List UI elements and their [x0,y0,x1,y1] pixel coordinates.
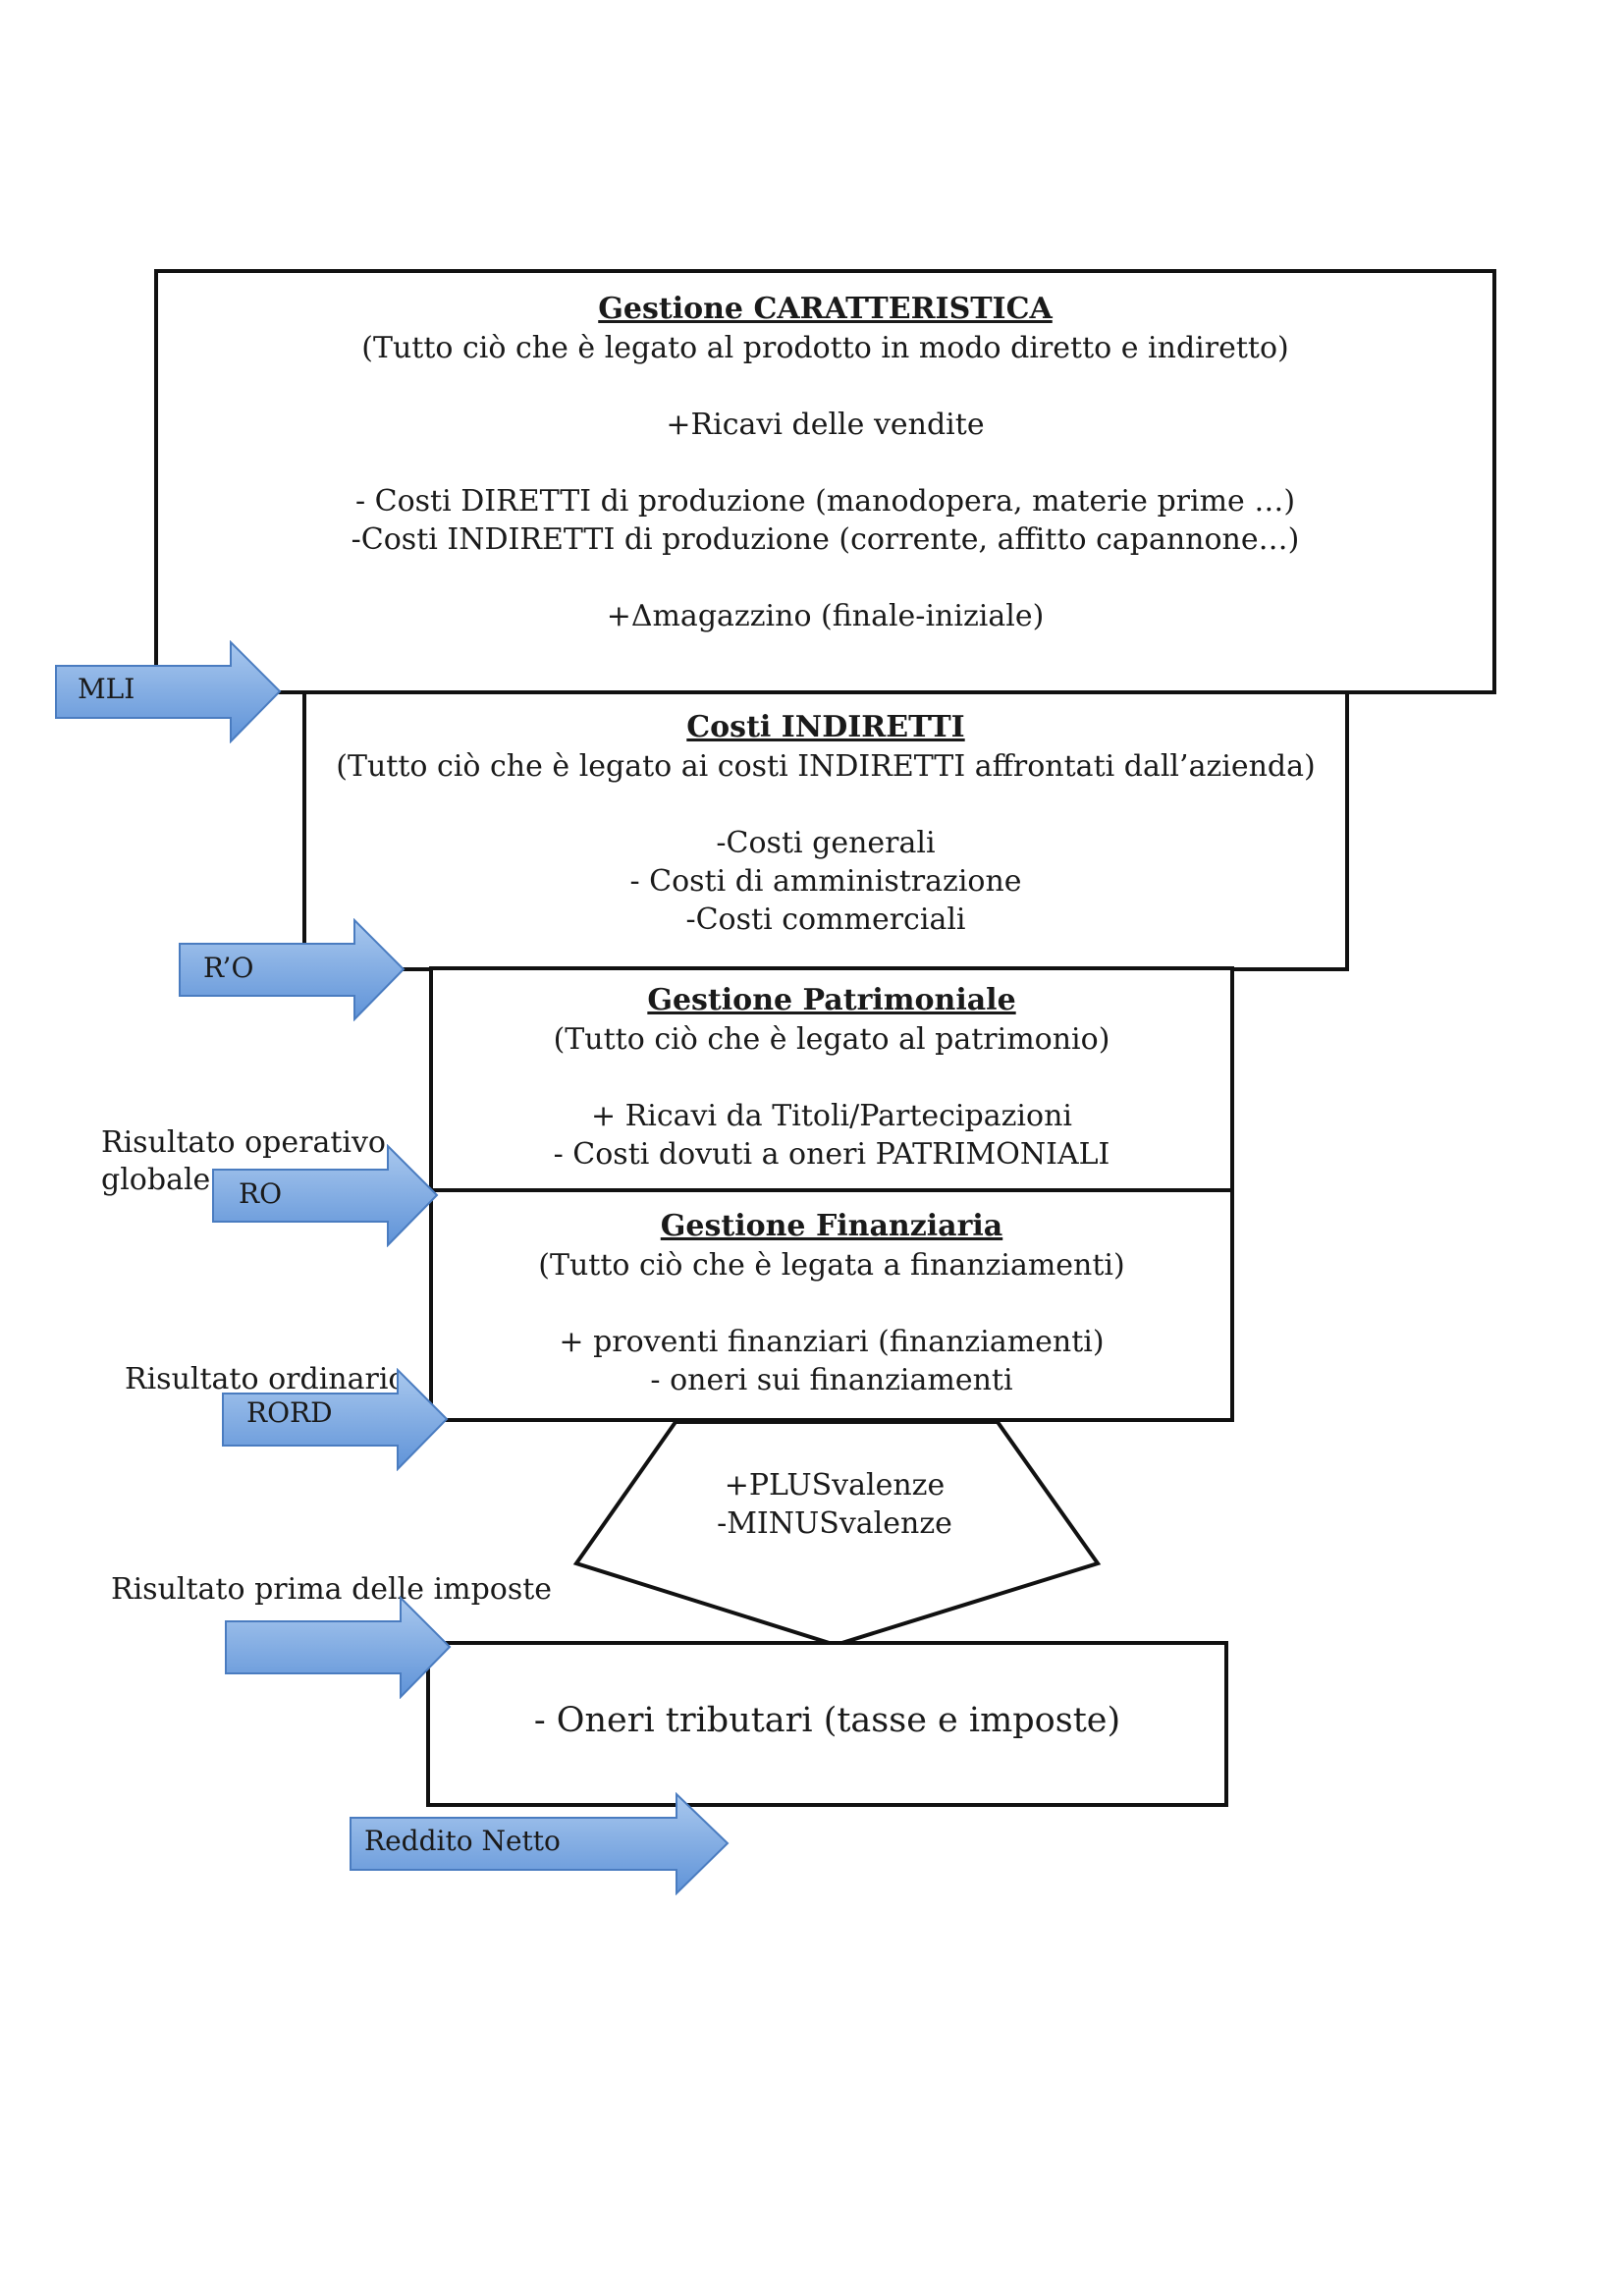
box-line [433,1285,1230,1323]
box-line [306,786,1345,824]
mli-arrow: MLI [54,640,282,743]
box-line: (Tutto ciò che è legato al prodotto in m… [361,331,1289,365]
ro-arrow-shape [212,1144,439,1247]
risultato-operativo-line-1: Risultato operativo [101,1125,386,1160]
box-line: -Costi generali [716,826,936,860]
ro-prime-arrow-shape [179,918,406,1021]
oneri-tributari-line: - Oneri tributari (tasse e imposte) [533,1701,1121,1740]
box-line [158,367,1492,406]
box-line: -Costi commerciali [685,902,966,937]
gestione-finanziaria-title: Gestione Finanziaria [660,1209,1003,1243]
costi-indiretti-box: Costi INDIRETTI (Tutto ciò che è legato … [302,690,1349,971]
gestione-finanziaria-box: Gestione Finanziaria (Tutto ciò che è le… [429,1188,1234,1422]
box-line [158,559,1492,597]
box-line: (Tutto ciò che è legato al patrimonio) [553,1022,1110,1057]
reddito-netto-label: Reddito Netto [364,1825,561,1857]
gestione-caratteristica-box: Gestione CARATTERISTICA (Tutto ciò che è… [154,269,1496,694]
rord-arrow: RORD [221,1368,449,1471]
gestione-patrimoniale-title: Gestione Patrimoniale [647,983,1016,1017]
prima-imposte-arrow [224,1596,452,1699]
box-line: - oneri sui finanziamenti [650,1363,1013,1397]
reddito-netto-arrow-shape [350,1792,730,1895]
box-line: - Costi di amministrazione [629,864,1022,899]
box-line: -Costi INDIRETTI di produzione (corrente… [351,522,1300,557]
box-line [433,1059,1230,1097]
ro-label: RO [239,1177,283,1210]
rord-label: RORD [246,1396,333,1429]
mli-arrow-shape [55,640,282,743]
rord-arrow-shape [222,1368,449,1471]
costi-indiretti-title: Costi INDIRETTI [686,710,965,744]
risultato-prima-imposte-label: Risultato prima delle imposte [111,1572,553,1607]
plusvalenze-text: +PLUSvalenze -MINUSvalenze [569,1466,1100,1543]
risultato-ordinario-label: Risultato ordinario [125,1362,406,1396]
box-line: + Ricavi da Titoli/Partecipazioni [590,1099,1072,1133]
box-line: (Tutto ciò che è legata a finanziamenti) [538,1248,1125,1283]
ro-prime-label: R’O [203,952,254,984]
box-line: (Tutto ciò che è legato ai costi INDIRET… [336,749,1316,784]
mli-label: MLI [78,673,135,705]
box-line: - Costi DIRETTI di produzione (manodoper… [354,484,1296,519]
oneri-tributari-box: - Oneri tributari (tasse e imposte) [426,1641,1228,1807]
gestione-caratteristica-title: Gestione CARATTERISTICA [598,292,1053,326]
prima-imposte-arrow-shape [225,1596,452,1699]
minusvalenze-line: -MINUSvalenze [717,1506,952,1541]
box-line: + proventi finanziari (finanziamenti) [559,1325,1105,1359]
box-line: - Costi dovuti a oneri PATRIMONIALI [553,1137,1110,1172]
ro-arrow: RO [211,1144,439,1247]
box-line: +Ricavi delle vendite [666,408,985,442]
risultato-operativo-line-2: globale [101,1163,211,1197]
box-line: +Δmagazzino (finale-iniziale) [606,599,1045,633]
ro-prime-arrow: R’O [178,918,406,1021]
plusvalenze-trapezoid [572,1420,1102,1648]
reddito-netto-arrow: Reddito Netto [349,1792,730,1895]
risultato-operativo-label: Risultato operativo globale [101,1124,386,1199]
plusvalenze-line: +PLUSvalenze [724,1468,946,1503]
gestione-patrimoniale-box: Gestione Patrimoniale (Tutto ciò che è l… [429,966,1234,1193]
box-line [158,444,1492,482]
